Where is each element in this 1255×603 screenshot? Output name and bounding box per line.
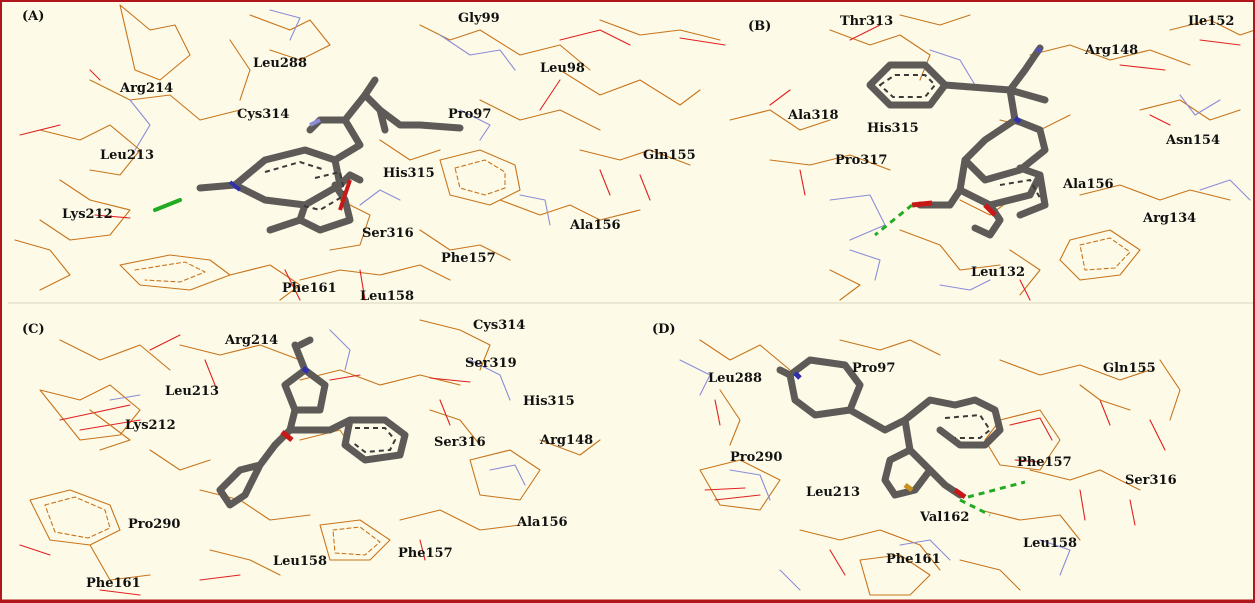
residue-label: Ser316 [362,226,414,241]
residue-label: Arg148 [1084,43,1138,58]
residue-label: Gln155 [1103,361,1156,376]
panel-b-ligand [866,44,1049,239]
residue-label: Ser316 [434,435,486,450]
residue-label: Cys314 [237,107,289,122]
residue-label: Phe161 [886,552,941,567]
residue-label: Pro290 [128,517,180,532]
residue-label: Arg214 [119,81,173,96]
residue-label: Leu288 [253,56,307,71]
panel-d-label: (D) [652,322,676,337]
residue-label: Lys212 [62,207,113,222]
residue-label: Phe161 [282,281,337,296]
residue-label: Leu158 [360,289,414,304]
residue-label: Pro317 [835,153,887,168]
panel-a-label: (A) [22,9,44,24]
residue-label: Phe157 [441,251,496,266]
residue-label: Leu98 [540,61,585,76]
residue-label: Ala156 [516,515,568,530]
residue-label: His315 [523,394,575,409]
panel-a-residue-wires [14,4,726,301]
residue-label: Leu213 [165,384,219,399]
residue-label: Leu158 [273,554,327,569]
residue-label: Pro97 [448,107,491,122]
residue-label: Phe157 [398,546,453,561]
residue-label: Ala156 [569,218,621,233]
residue-label: Arg214 [224,333,278,348]
panel-a-ligand [153,76,464,234]
residue-label: Leu213 [806,485,860,500]
residue-label: Lys212 [125,418,176,433]
residue-label: Asn154 [1165,133,1220,148]
residue-label: Val162 [919,510,969,525]
residue-label: His315 [867,121,919,136]
residue-label: Gln155 [643,148,696,163]
residue-label: Ala318 [787,108,839,123]
residue-label: Leu288 [708,371,762,386]
residue-label: Ser316 [1125,473,1177,488]
panel-d-residue-wires [679,339,1181,596]
residue-label: Cys314 [473,318,525,333]
residue-label: Leu158 [1023,536,1077,551]
residue-label: Phe157 [1017,455,1072,470]
residue-label: Thr313 [840,14,893,29]
panel-c-label: (C) [22,322,45,337]
residue-label: Ala156 [1062,177,1114,192]
panel-c-ligand [216,336,409,509]
residue-label: Ser319 [465,356,517,371]
panel-c-residue-wires [19,319,601,596]
residue-label: Pro97 [852,361,895,376]
residue-label: Pro290 [730,450,782,465]
residue-label: Ile152 [1188,14,1234,29]
residue-label: Leu132 [971,265,1025,280]
residue-label: Leu213 [100,148,154,163]
panel-b-label: (B) [748,19,771,34]
residue-label: Phe161 [86,576,141,591]
panel-b-residue-wires [729,14,1255,301]
residue-label: Gly99 [458,11,500,26]
residue-label: Arg134 [1142,211,1196,226]
residue-label: Arg148 [539,433,593,448]
residue-label: His315 [383,166,435,181]
panel-d-ligand [776,356,1026,517]
